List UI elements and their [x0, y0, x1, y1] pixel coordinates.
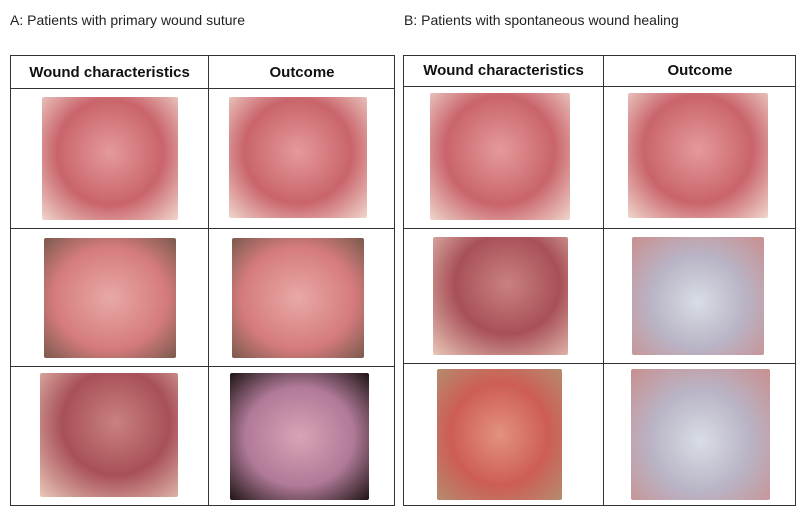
- outcome-photo-a1: [229, 97, 367, 218]
- row-divider: [11, 228, 394, 229]
- wound-photo-a3: [40, 373, 178, 497]
- wound-photo-b3: [437, 369, 562, 500]
- wound-photo-a2: [44, 238, 176, 358]
- outcome-photo-a3: [230, 373, 369, 500]
- row-divider: [404, 228, 795, 229]
- header-outcome: Outcome: [269, 64, 335, 81]
- column-divider: [208, 56, 209, 505]
- header-outcome: Outcome: [667, 62, 733, 79]
- outcome-photo-a2: [232, 238, 364, 358]
- row-divider: [404, 363, 795, 364]
- row-divider: [404, 86, 795, 87]
- header-wound-characteristics: Wound characteristics: [29, 64, 190, 81]
- panel-a-title: A: Patients with primary wound suture: [10, 12, 245, 28]
- row-divider: [11, 366, 394, 367]
- outcome-photo-b2: [632, 237, 764, 355]
- panel-a-table: Wound characteristics Outcome: [10, 55, 395, 506]
- wound-photo-b1: [430, 93, 570, 220]
- wound-photo-a1: [42, 97, 178, 220]
- header-wound-characteristics: Wound characteristics: [423, 62, 584, 79]
- wound-photo-b2: [433, 237, 568, 355]
- column-divider: [603, 56, 604, 505]
- row-divider: [11, 88, 394, 89]
- panel-b-table: Wound characteristics Outcome: [403, 55, 796, 506]
- outcome-photo-b3: [631, 369, 770, 500]
- panel-b-title: B: Patients with spontaneous wound heali…: [404, 12, 679, 28]
- outcome-photo-b1: [628, 93, 768, 218]
